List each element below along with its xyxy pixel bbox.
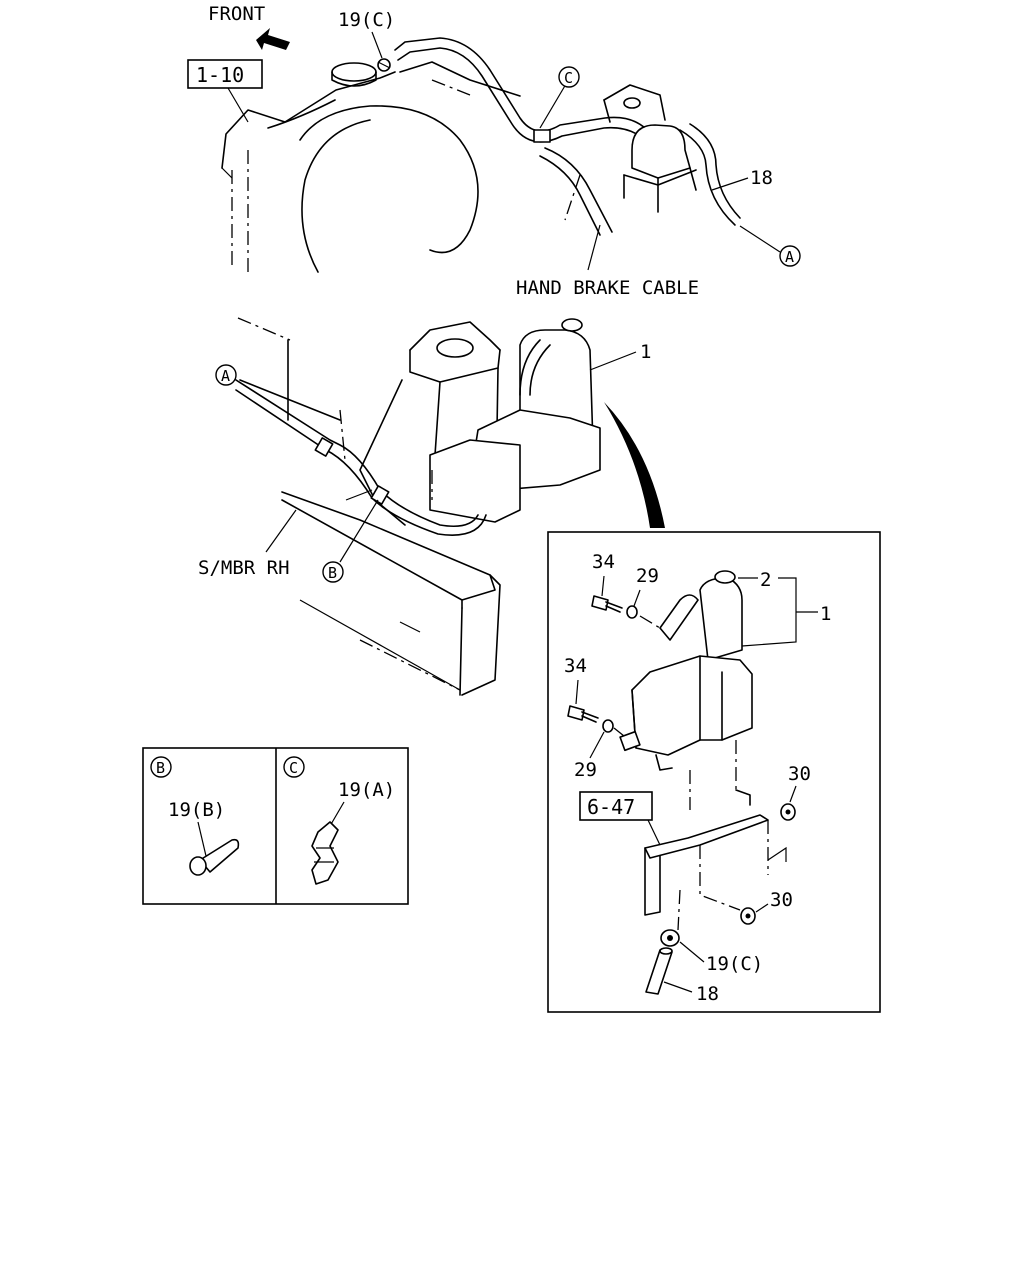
clip-19c-icon: [660, 929, 680, 947]
part-19c-top-label: 19(C): [338, 9, 395, 31]
part-1-detail-label: 1: [820, 603, 831, 625]
callout-b-inset: B: [150, 756, 172, 778]
ref-box-radiator: [187, 59, 263, 89]
nut-30-lower-icon: [740, 907, 756, 925]
svg-text:A: A: [785, 248, 794, 266]
top-assembly-view: FRONT 1-10 19(C): [187, 3, 801, 299]
clip-19a-icon: [311, 821, 339, 885]
part-30-lower-label: 30: [770, 889, 793, 911]
callout-c-inset: C: [283, 756, 305, 778]
callout-a-mid: A: [215, 364, 237, 386]
part-1-top-label: 1: [640, 341, 651, 363]
part-34-upper-label: 34: [592, 551, 615, 573]
washer-29-upper-icon: [626, 605, 638, 619]
svg-text:C: C: [564, 69, 573, 87]
svg-text:B: B: [328, 564, 337, 582]
detail-pointer-arrow-icon: [604, 402, 665, 528]
part-19c-detail-label: 19(C): [706, 953, 763, 975]
bolt-34-upper-icon: [591, 595, 623, 613]
part-2-label: 2: [760, 569, 771, 591]
svg-text:C: C: [289, 759, 298, 777]
ref-radiator-label: 1-10: [196, 63, 244, 87]
side-member-label: S/MBR RH: [198, 557, 290, 579]
callout-a-top: A: [779, 245, 801, 267]
svg-text:A: A: [221, 367, 230, 385]
middle-assembly-view: A B S/MBR RH 1: [198, 317, 665, 696]
front-label: FRONT: [208, 3, 265, 25]
callout-c-top: C: [558, 66, 580, 88]
clip-inset-box: B C 19(B) 19(A): [142, 747, 409, 905]
nut-30-upper-icon: [780, 803, 796, 821]
front-direction-arrow-icon: [256, 28, 290, 50]
washer-29-lower-icon: [602, 719, 614, 733]
part-19a-label: 19(A): [338, 779, 395, 801]
part-30-upper-label: 30: [788, 763, 811, 785]
part-29-lower-label: 29: [574, 759, 597, 781]
clip-19b-icon: [189, 838, 240, 876]
hose-18-icon: [645, 947, 673, 995]
part-18-detail-label: 18: [696, 983, 719, 1005]
ref-box-bracket: [579, 791, 653, 821]
part-19b-label: 19(B): [168, 799, 225, 821]
hand-brake-cable-label: HAND BRAKE CABLE: [516, 277, 699, 299]
callout-b-mid: B: [322, 561, 344, 583]
part-29-upper-label: 29: [636, 565, 659, 587]
exploded-detail-box: 6-47 34 29 34 29 30: [547, 531, 881, 1013]
part-34-lower-label: 34: [564, 655, 587, 677]
svg-text:B: B: [156, 759, 165, 777]
part-18-top-label: 18: [750, 167, 773, 189]
bolt-34-lower-icon: [567, 705, 599, 723]
ref-bracket-label: 6-47: [587, 795, 635, 819]
